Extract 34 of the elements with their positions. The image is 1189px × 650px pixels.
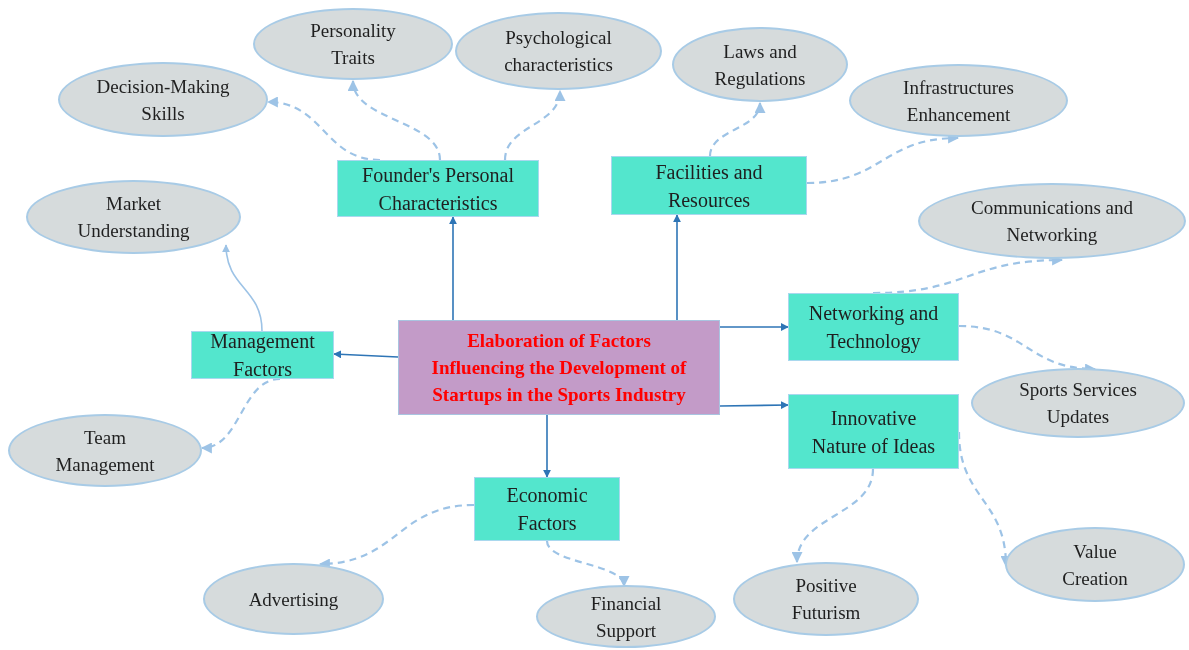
factor-box: Facilities and Resources <box>611 156 807 215</box>
connector-arrow <box>543 414 551 478</box>
connector-arrow <box>222 244 263 332</box>
connector-arrow <box>792 468 875 564</box>
subfactor-ellipse: Sports Services Updates <box>971 368 1185 438</box>
subfactor-ellipse: Market Understanding <box>26 180 241 254</box>
connector-arrow <box>673 214 681 321</box>
subfactor-ellipse: Infrastructures Enhancement <box>849 64 1068 137</box>
subfactor-ellipse: Team Management <box>8 414 202 487</box>
subfactor-ellipse: Psychological characteristics <box>455 12 662 90</box>
subfactor-ellipse: Positive Futurism <box>733 562 919 636</box>
subfactor-ellipse: Financial Support <box>536 585 716 648</box>
connector-arrow <box>349 79 442 161</box>
connector-arrow <box>545 540 627 588</box>
factor-box: Networking and Technology <box>788 293 959 361</box>
factor-box: Management Factors <box>191 331 334 379</box>
connector-arrow <box>200 377 281 452</box>
subfactor-ellipse: Advertising <box>203 563 384 635</box>
connector-arrow <box>719 401 789 410</box>
connector-arrow <box>719 323 789 331</box>
subfactor-ellipse: Value Creation <box>1005 527 1185 602</box>
factor-box: Economic Factors <box>474 477 620 541</box>
connector-arrow <box>266 97 381 162</box>
connector-arrow <box>333 350 399 359</box>
subfactor-ellipse: Personality Traits <box>253 8 453 80</box>
subfactor-ellipse: Communications and Networking <box>918 183 1186 259</box>
connector-arrow <box>449 216 457 321</box>
factor-box: Founder's Personal Characteristics <box>337 160 539 217</box>
factor-box: Innovative Nature of Ideas <box>788 394 959 469</box>
subfactor-ellipse: Decision-Making Skills <box>58 62 268 137</box>
subfactor-ellipse: Laws and Regulations <box>672 27 848 102</box>
connector-arrow <box>503 89 565 161</box>
topic-box: Elaboration of Factors Influencing the Development of Startups in the Sports Industry <box>398 320 720 415</box>
connector-arrow <box>708 101 764 157</box>
